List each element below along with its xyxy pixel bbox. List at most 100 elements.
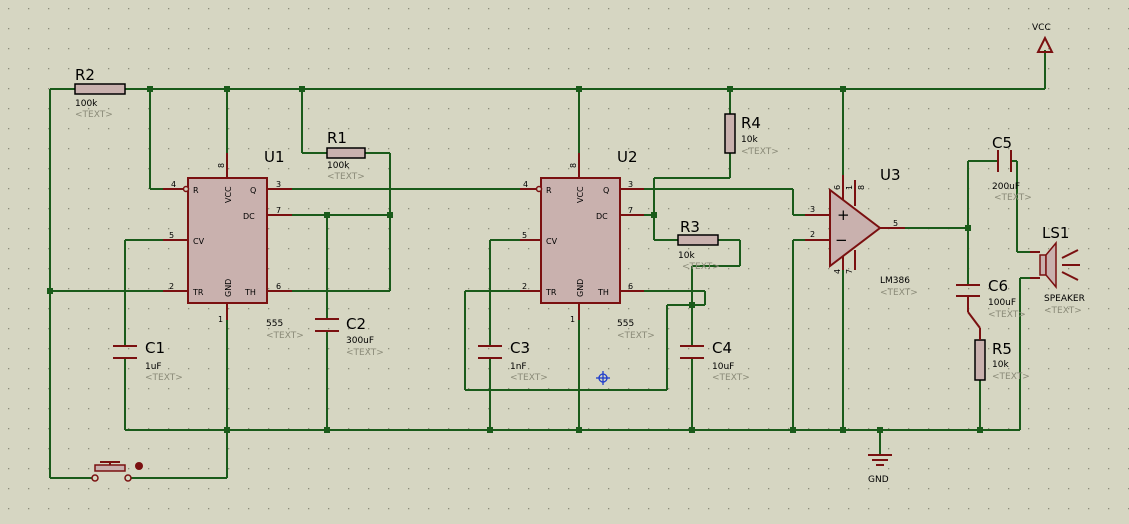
r1-text: <TEXT> bbox=[327, 172, 365, 182]
u3-ref: U3 bbox=[880, 166, 901, 184]
u1-pin-1-number: 1 bbox=[218, 315, 223, 324]
c5-value: 200uF bbox=[992, 182, 1020, 192]
u3-pin-3-number: 3 bbox=[810, 205, 815, 214]
u1-ref: U1 bbox=[264, 148, 285, 166]
u2-pin-dc: DC bbox=[596, 212, 608, 221]
ls1-ref: LS1 bbox=[1042, 224, 1069, 242]
ic-u1-555[interactable]: 4 5 2 3 7 6 8 1 R CV TR Q DC TH VCC GND … bbox=[163, 148, 304, 341]
resistor-r1[interactable]: R1 100k <TEXT> bbox=[326, 129, 366, 182]
r4-ref: R4 bbox=[741, 114, 761, 132]
r1-value: 100k bbox=[327, 161, 350, 171]
c3-text: <TEXT> bbox=[510, 373, 548, 383]
r3-value: 10k bbox=[678, 251, 695, 261]
c4-ref: C4 bbox=[712, 339, 732, 357]
c2-ref: C2 bbox=[346, 315, 366, 333]
u2-value: 555 bbox=[617, 319, 634, 329]
c4-text: <TEXT> bbox=[712, 373, 750, 383]
u1-pin-5-number: 5 bbox=[169, 231, 174, 240]
u1-pin-cv: CV bbox=[193, 237, 205, 246]
c3-ref: C3 bbox=[510, 339, 530, 357]
u1-pin-3-number: 3 bbox=[276, 180, 281, 189]
c6-ref: C6 bbox=[988, 277, 1008, 295]
u3-pin-6-number: 6 bbox=[833, 185, 842, 190]
u3-pin-2-number: 2 bbox=[810, 230, 815, 239]
c4-value: 10uF bbox=[712, 362, 734, 372]
u2-pin-vcc: VCC bbox=[576, 186, 585, 203]
speaker-ls1[interactable]: LS1 SPEAKER <TEXT> bbox=[1030, 224, 1085, 316]
junctions bbox=[47, 86, 983, 433]
u3-pin-5-number: 5 bbox=[893, 219, 898, 228]
capacitor-c3[interactable]: C3 1nF <TEXT> bbox=[478, 339, 548, 383]
u2-pin-q: Q bbox=[603, 186, 609, 195]
u2-pin-6-number: 6 bbox=[628, 282, 633, 291]
u2-pin-tr: TR bbox=[545, 288, 557, 297]
c6-value: 100uF bbox=[988, 298, 1016, 308]
u3-pin-7-number: 7 bbox=[845, 269, 854, 274]
u3-plus-sign: + bbox=[837, 206, 850, 224]
gnd-terminal[interactable]: GND bbox=[868, 454, 892, 485]
c3-value: 1nF bbox=[510, 362, 527, 372]
u2-pin-7-number: 7 bbox=[628, 206, 633, 215]
u1-value: 555 bbox=[266, 319, 283, 329]
u1-pin-4-number: 4 bbox=[171, 180, 176, 189]
c2-value: 300uF bbox=[346, 336, 374, 346]
c6-text: <TEXT> bbox=[988, 310, 1026, 320]
u1-pin-q: Q bbox=[250, 186, 256, 195]
u1-pin-8-number: 8 bbox=[217, 163, 226, 168]
capacitor-c4[interactable]: C4 10uF <TEXT> bbox=[680, 339, 750, 383]
u2-pin-th: TH bbox=[597, 288, 609, 297]
u2-pin-r: R bbox=[546, 186, 552, 195]
resistor-r5[interactable]: R5 10k <TEXT> bbox=[974, 339, 1030, 382]
ls1-text: <TEXT> bbox=[1044, 306, 1082, 316]
capacitor-c1[interactable]: C1 1uF <TEXT> bbox=[113, 339, 183, 383]
capacitor-c6[interactable]: C6 100uF <TEXT> bbox=[956, 277, 1026, 340]
u2-pin-5-number: 5 bbox=[522, 231, 527, 240]
u1-pin-vcc: VCC bbox=[224, 186, 233, 203]
u1-pin-2-number: 2 bbox=[169, 282, 174, 291]
r5-text: <TEXT> bbox=[992, 372, 1030, 382]
r4-value: 10k bbox=[741, 135, 758, 145]
u1-pin-th: TH bbox=[244, 288, 256, 297]
r4-text: <TEXT> bbox=[741, 147, 779, 157]
u1-pin-tr: TR bbox=[192, 288, 204, 297]
opamp-u3-lm386[interactable]: + − 3 2 5 6 1 8 4 7 U3 LM386 <TEXT> bbox=[805, 166, 918, 298]
u3-minus-sign: − bbox=[835, 231, 848, 249]
vcc-label: VCC bbox=[1032, 23, 1051, 33]
u3-text: <TEXT> bbox=[880, 288, 918, 298]
u1-pin-r: R bbox=[193, 186, 199, 195]
u2-ref: U2 bbox=[617, 148, 638, 166]
c1-value: 1uF bbox=[145, 362, 162, 372]
resistor-r3[interactable]: R3 10k <TEXT> bbox=[677, 218, 720, 272]
capacitor-c2[interactable]: C2 300uF <TEXT> bbox=[315, 315, 384, 358]
wires bbox=[49, 50, 1046, 479]
u3-pin-1-number: 1 bbox=[845, 185, 854, 190]
r2-text: <TEXT> bbox=[75, 110, 113, 120]
u1-pin-6-number: 6 bbox=[276, 282, 281, 291]
pushbutton[interactable] bbox=[91, 461, 143, 482]
u2-text: <TEXT> bbox=[617, 331, 655, 341]
ic-u2-555[interactable]: 4 5 2 3 7 6 8 1 R CV TR Q DC TH VCC GND … bbox=[520, 148, 655, 341]
gnd-label: GND bbox=[868, 475, 889, 485]
resistor-r4[interactable]: R4 10k <TEXT> bbox=[724, 113, 779, 157]
resistor-r2[interactable]: R2 100k <TEXT> bbox=[74, 66, 126, 120]
vcc-terminal[interactable]: VCC bbox=[1032, 23, 1054, 53]
capacitor-c5[interactable]: C5 200uF <TEXT> bbox=[992, 134, 1032, 203]
r5-ref: R5 bbox=[992, 340, 1012, 358]
u1-pin-dc: DC bbox=[243, 212, 255, 221]
r3-text: <TEXT> bbox=[682, 262, 720, 272]
u2-pin-4-number: 4 bbox=[523, 180, 528, 189]
u2-pin-cv: CV bbox=[546, 237, 558, 246]
u2-pin-1-number: 1 bbox=[570, 315, 575, 324]
r1-ref: R1 bbox=[327, 129, 347, 147]
c5-ref: C5 bbox=[992, 134, 1012, 152]
c1-ref: C1 bbox=[145, 339, 165, 357]
u1-pin-gnd: GND bbox=[224, 279, 233, 297]
u2-pin-2-number: 2 bbox=[522, 282, 527, 291]
u3-pin-4-number: 4 bbox=[833, 269, 842, 274]
u2-pin-gnd: GND bbox=[576, 279, 585, 297]
r5-value: 10k bbox=[992, 360, 1009, 370]
u3-value: LM386 bbox=[880, 276, 910, 286]
u2-pin-8-number: 8 bbox=[569, 163, 578, 168]
